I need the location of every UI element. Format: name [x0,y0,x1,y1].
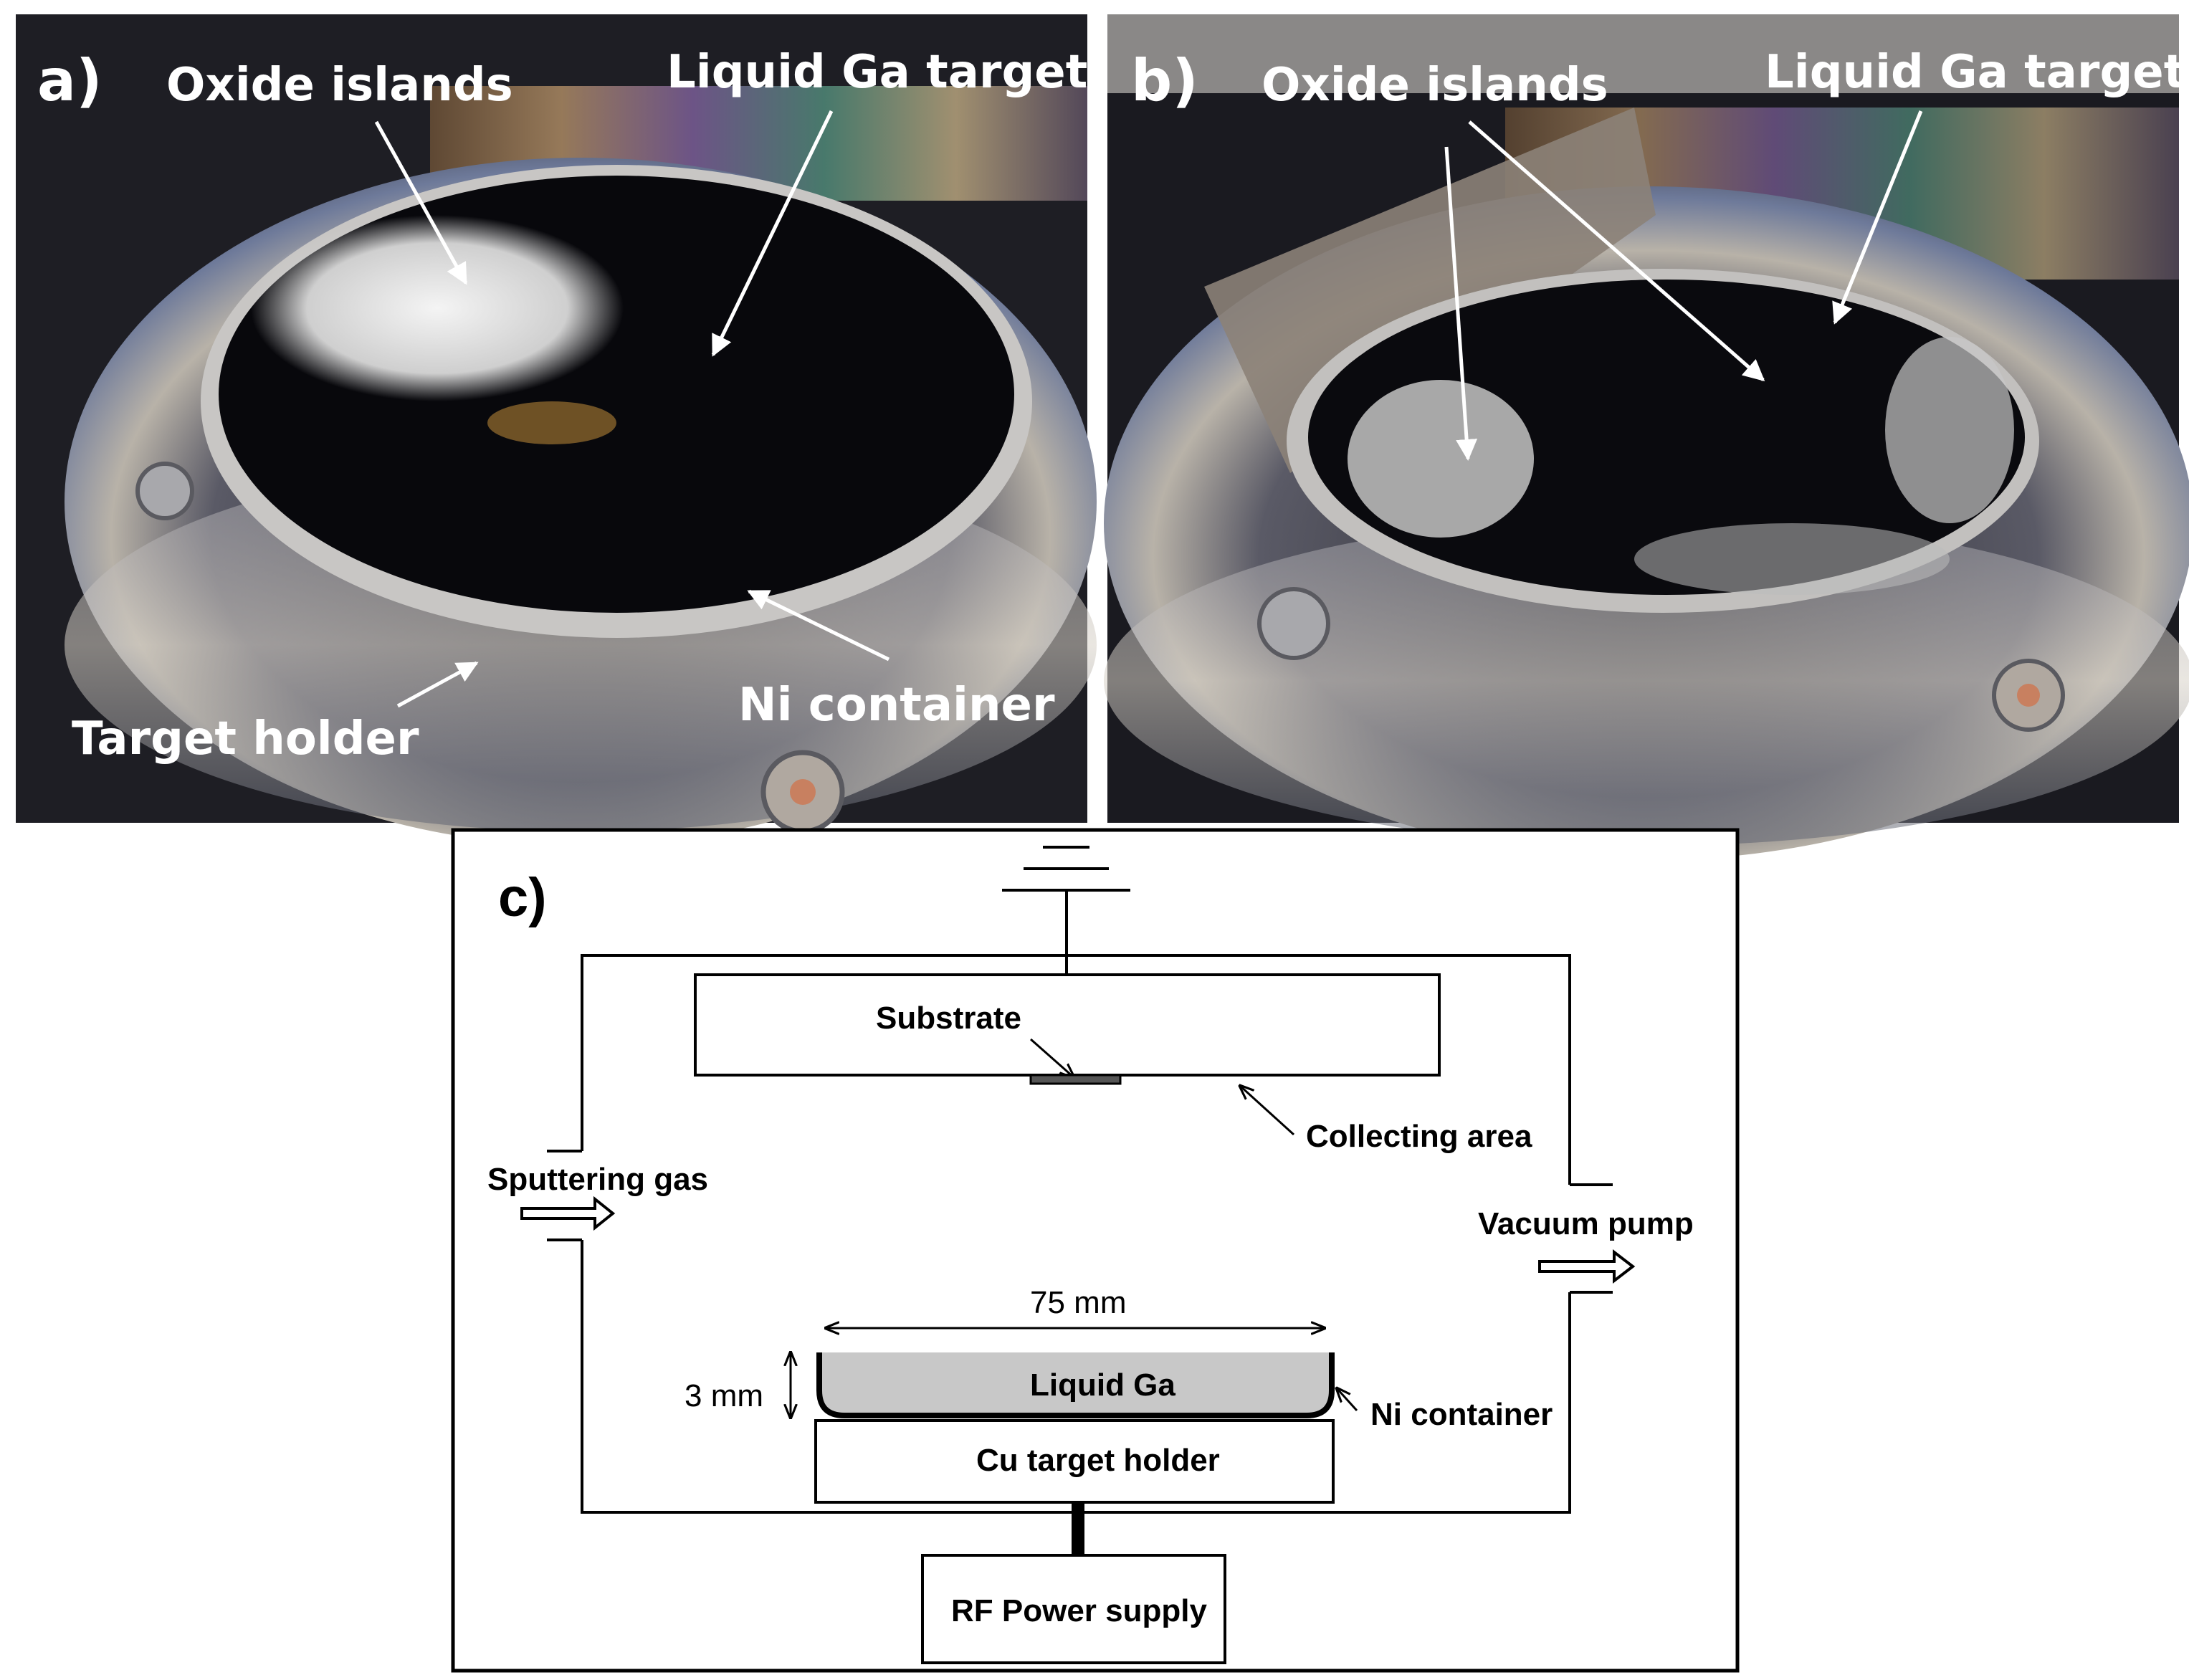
ground-symbol [1002,846,1130,975]
panel-b-oxide-patch-bottom [1634,523,1950,595]
liquid-ga-label: Liquid Ga [1030,1368,1175,1403]
sputtering-gas-inlet [520,1150,616,1241]
panel-b-screw-left [1257,587,1330,660]
vacuum-pump-label: Vacuum pump [1478,1206,1694,1241]
collecting-area [1029,1074,1122,1085]
panel-b-oxide-patch-left [1348,380,1534,538]
cu-target-holder-block [814,1419,1335,1504]
panel-b-holder-surface [1104,516,2189,846]
panel-b-top-glow [1107,14,2179,93]
panel-b-oxide-islands-label: Oxide islands [1262,59,1608,112]
vacuum-pump-outlet [1538,1183,1636,1294]
panel-b-oxide-patch-right [1885,337,2014,523]
cu-target-holder-label: Cu target holder [976,1443,1220,1478]
rf-feedthrough [1072,1502,1084,1561]
vacuum-pump-arrow [1538,1249,1636,1284]
panel-a-liquid-ga-arrow [711,110,834,357]
depth-dimension-label: 3 mm [685,1378,763,1413]
panel-a-screw-left [135,462,194,520]
panel-b-oxide-arrow-1 [1444,146,1478,461]
ni-container-label: Ni container [1370,1397,1553,1432]
ni-container-outline [816,1352,1335,1418]
liquid-ga-pool [819,1352,1332,1416]
panel-c-diagram: c) Sputtering gas Vacuum pump [451,828,1740,1673]
collecting-area-arrow [1240,1086,1295,1136]
substrate-pointer-arrow [1030,1038,1074,1077]
sputtering-gas-label: Sputtering gas [487,1162,708,1197]
panel-a-screw-bottom-center [790,779,816,805]
substrate-label: Substrate [876,1001,1021,1036]
panel-a-letter: a) [37,47,102,114]
sputtering-gas-arrow [520,1195,616,1231]
collecting-area-label: Collecting area [1306,1119,1532,1154]
panel-a-target-holder-arrow [396,661,479,708]
panel-b-liquid-ga-arrow [1832,110,1923,325]
panel-a-reflection [487,401,616,444]
panel-c-letter: c) [498,867,547,928]
rf-power-supply-block [921,1554,1226,1664]
width-dimension-label: 75 mm [1030,1285,1126,1320]
rf-power-supply-label: RF Power supply [951,1593,1207,1628]
panel-a-oxide-patch [251,215,624,401]
panel-a-oxide-islands-label: Oxide islands [166,59,513,112]
panel-b-photo: b) Oxide islands Liquid Ga target [1104,14,2189,860]
panel-b-liquid-ga-target-label: Liquid Ga target [1765,46,2185,99]
panel-a-photo: a) Oxide islands Liquid Ga target Ni con… [16,14,1097,846]
substrate-block [694,973,1441,1077]
panel-a-liquid-ga-target-label: Liquid Ga target [667,46,1087,99]
panel-a-ni-container-label: Ni container [738,679,1055,732]
panel-b-oxide-arrow-2 [1468,120,1765,381]
ni-container-arrow [1337,1388,1358,1412]
panel-a-oxide-arrow [374,120,468,285]
panel-a-ni-container-arrow [747,589,890,662]
panel-b-letter: b) [1131,47,1198,114]
panel-c-frame [451,828,1740,1673]
panel-a-target-holder-label: Target holder [72,712,419,765]
panel-b-screw-right-center [2017,684,2040,707]
